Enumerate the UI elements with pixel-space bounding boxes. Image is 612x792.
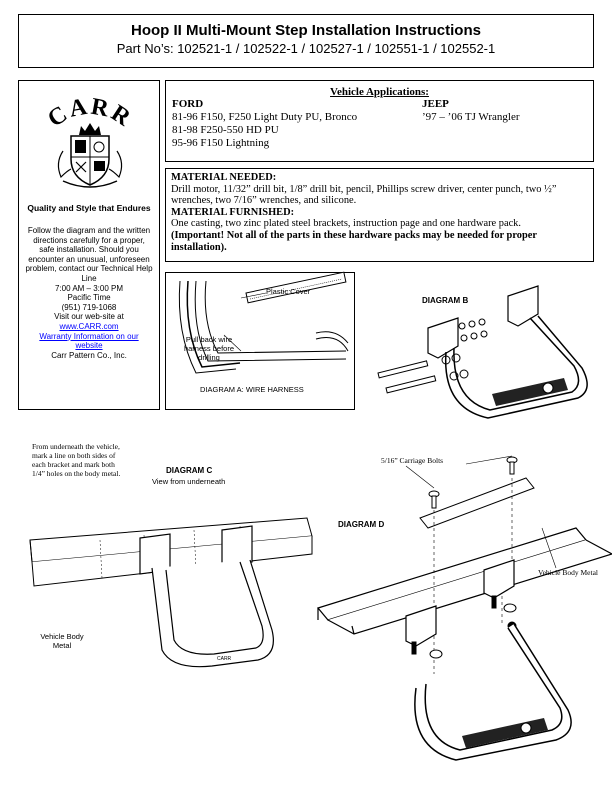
diagram-d-body-label: Vehicle Body Metal — [538, 568, 598, 577]
part-numbers: Part No’s: 102521-1 / 102522-1 / 102527-… — [116, 41, 496, 56]
pull-back-label: Pull back wire harness before drilling — [183, 335, 235, 362]
instructions-text: Follow the diagram and the written direc… — [25, 226, 153, 283]
warranty-link[interactable]: Warranty Information on our website — [39, 331, 139, 351]
diagram-a: Plastic Cover Pull back wire harness bef… — [165, 271, 355, 410]
ford-model: 95-96 F150 Lightning — [172, 137, 270, 149]
title-block: Hoop II Multi-Mount Step Installation In… — [18, 14, 594, 68]
diagram-d-title: DIAGRAM D — [338, 520, 385, 529]
ford-model: 81-96 F150, F250 Light Duty PU, Bronco — [172, 111, 358, 123]
svg-text:CARR: CARR — [217, 656, 232, 662]
help-line-timezone: Pacific Time — [67, 293, 111, 303]
material-needed-text: Drill motor, 11/32” drill bit, 1/8” dril… — [171, 183, 557, 207]
materials-section: MATERIAL NEEDED: Drill motor, 11/32” dri… — [165, 168, 594, 262]
support-info: Follow the diagram and the written direc… — [19, 226, 159, 360]
diagram-c-note: From underneath the vehicle, mark a line… — [32, 442, 121, 478]
material-furnished-text: One casting, two zinc plated steel brack… — [171, 218, 521, 230]
important-note: (Important! Not all of the parts in thes… — [171, 229, 537, 253]
help-line-phone: (951) 719-1068 — [61, 302, 117, 312]
diagram-c-subtitle: View from underneath — [152, 477, 226, 486]
diagram-c-illustration: CARR — [29, 517, 313, 668]
wire-harness-illustration — [178, 271, 349, 374]
company-sidebar: CARR Quality and Style that Endures Foll… — [18, 80, 160, 410]
diagram-b-title: DIAGRAM B — [422, 296, 469, 305]
company-name: Carr Pattern Co., Inc. — [51, 350, 127, 360]
material-needed-heading: MATERIAL NEEDED: — [171, 172, 277, 183]
ford-heading: FORD — [172, 98, 204, 110]
diagram-a-caption: DIAGRAM A: WIRE HARNESS — [200, 385, 304, 394]
website-prompt: Visit our web-site at — [54, 312, 124, 322]
diagram-c-body-label: Vehicle Body Metal — [40, 632, 84, 650]
jeep-column: JEEP ’97 – ’06 TJ Wrangler — [422, 98, 520, 150]
ford-column: FORD 81-96 F150, F250 Light Duty PU, Bro… — [172, 98, 422, 150]
diagram-d-illustration — [316, 455, 612, 761]
document-title: Hoop II Multi-Mount Step Installation In… — [131, 22, 481, 39]
jeep-heading: JEEP — [422, 98, 449, 110]
diagram-b-illustration — [377, 285, 588, 419]
ford-model: 81-98 F250-550 HD PU — [172, 124, 279, 136]
website-link[interactable]: www.CARR.com — [59, 321, 119, 331]
carr-logo-icon: CARR — [43, 94, 135, 188]
vehicle-applications-heading: Vehicle Applications: — [330, 86, 429, 98]
material-furnished-heading: MATERIAL FURNISHED: — [171, 206, 295, 218]
jeep-model: ’97 – ’06 TJ Wrangler — [422, 111, 520, 123]
plastic-cover-label: Plastic Cover — [266, 287, 311, 296]
carriage-bolts-label: 5/16” Carriage Bolts — [381, 456, 444, 465]
company-tagline: Quality and Style that Endures — [27, 203, 151, 213]
diagram-c-title: DIAGRAM C — [166, 466, 213, 475]
help-line-hours: 7:00 AM – 3:00 PM — [54, 283, 124, 293]
vehicle-applications: Vehicle Applications: FORD 81-96 F150, F… — [165, 80, 594, 162]
